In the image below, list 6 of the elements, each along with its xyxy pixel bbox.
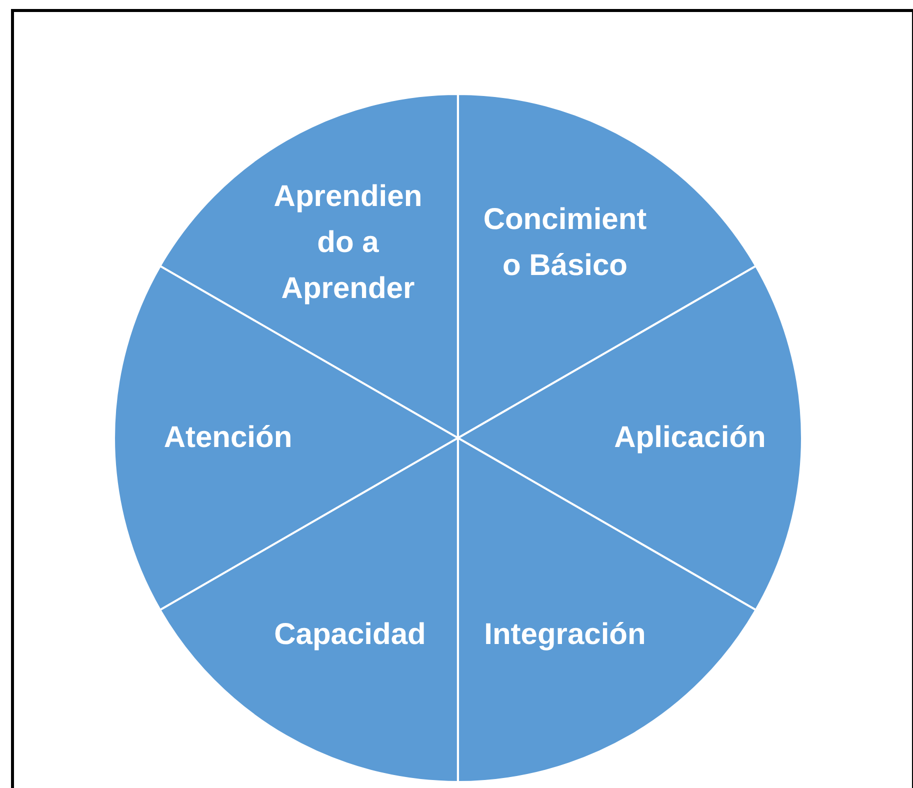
sector-label: Aprendien do a Aprender [272,179,424,307]
sector-label: Integración [483,617,647,653]
sector-label: Atención [162,420,294,456]
sector-label: Aplicación [613,420,767,456]
sector-label: Concimient o Básico [482,202,648,284]
sector-label: Capacidad [273,617,427,653]
